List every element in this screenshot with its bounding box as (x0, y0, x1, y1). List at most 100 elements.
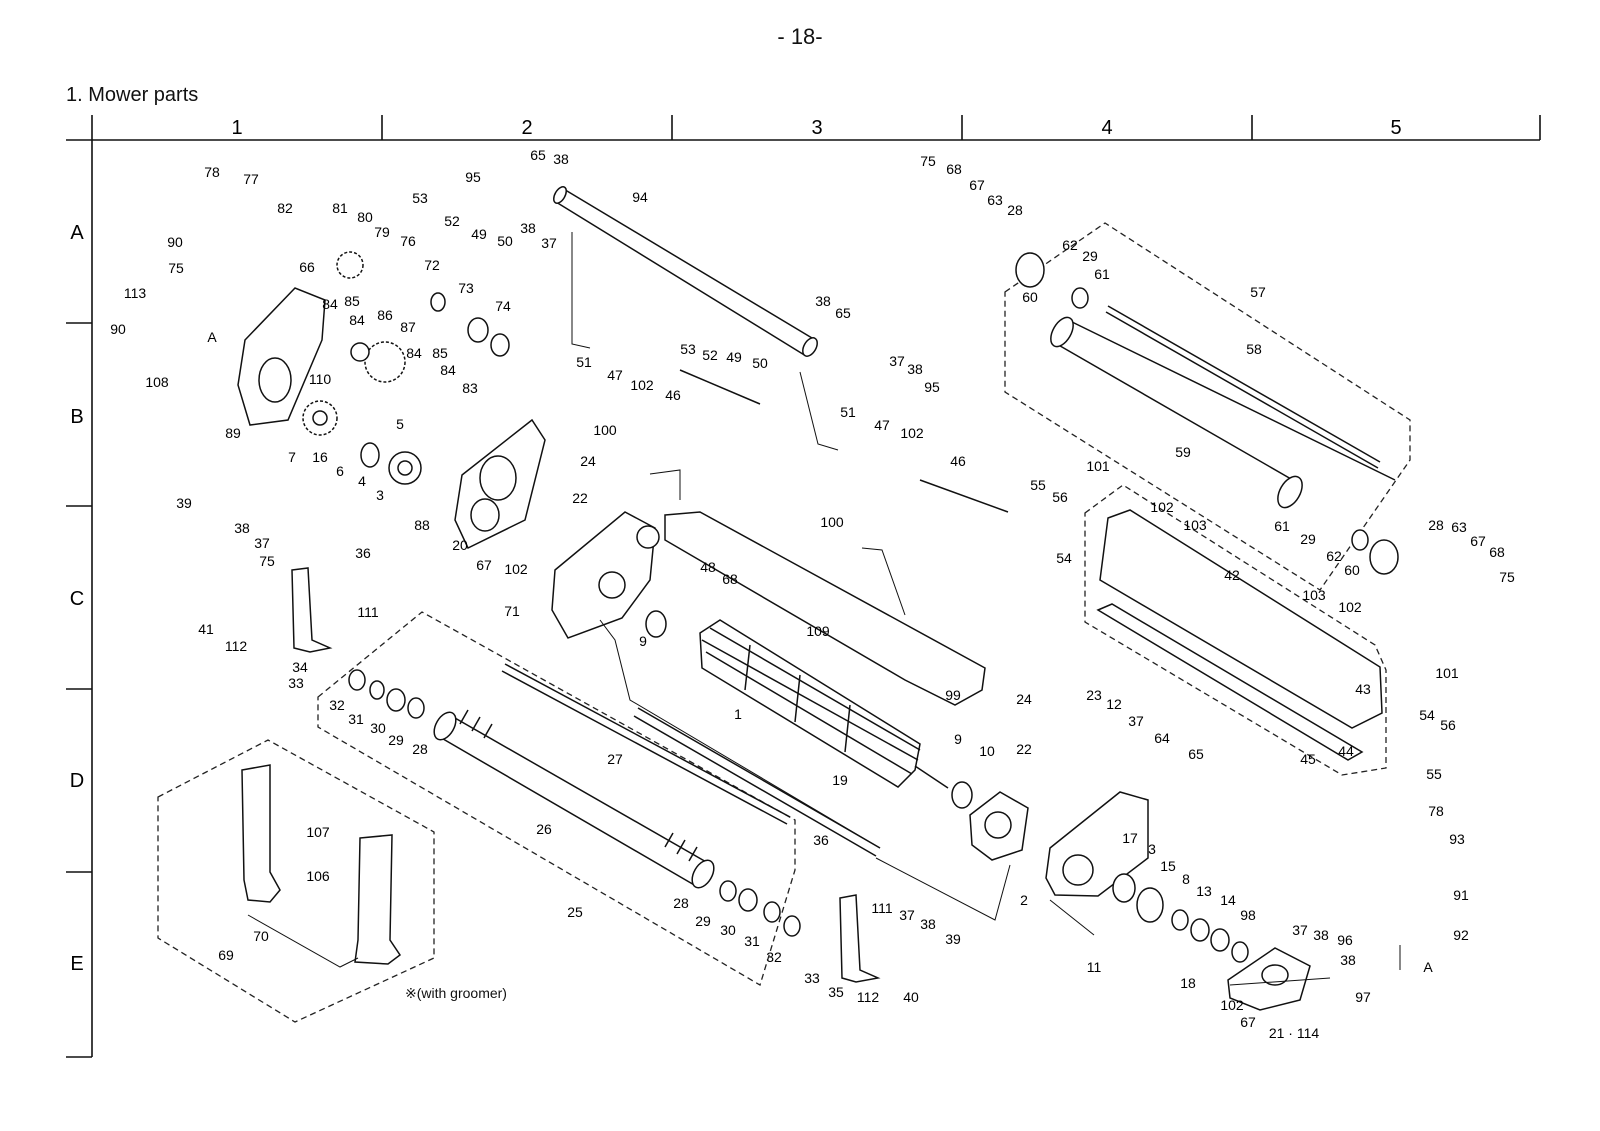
part-callout-161: 35 (828, 984, 844, 1000)
part-callout-27: 89 (225, 425, 241, 441)
part-callout-163: 40 (903, 989, 919, 1005)
part-callout-118: 111 (357, 604, 378, 620)
part-callout-152: 29 (695, 913, 711, 929)
part-callout-26: 110 (309, 371, 332, 387)
part-callout-24: 83 (462, 380, 478, 396)
part-callout-14: 84 (322, 296, 338, 312)
column-label: 4 (1101, 117, 1112, 139)
part-callout-17: 86 (377, 307, 393, 323)
part-callout-38: 52 (444, 213, 460, 229)
groomer-bracket-107 (241, 764, 281, 903)
part-callout-116: 36 (355, 545, 371, 561)
part-callout-39: 49 (471, 226, 487, 242)
rear-shield-99 (664, 511, 986, 706)
cutting-reel-1 (699, 619, 949, 789)
part-callout-181: 69 (218, 947, 234, 963)
page-number: - 18- (777, 24, 823, 49)
part-callout-86: 58 (1246, 341, 1262, 357)
part-callout-67: 102 (504, 561, 528, 577)
column-label: 1 (231, 117, 242, 139)
part-callout-2: 82 (277, 200, 293, 216)
part-callout-65: 20 (452, 537, 468, 553)
part-callout-83: 61 (1094, 266, 1110, 282)
part-callout-157: 37 (899, 907, 915, 923)
row-label: E (70, 953, 83, 975)
part-callout-130: 25 (567, 904, 583, 920)
part-callout-40: 50 (497, 233, 513, 249)
part-callout-170: 102 (1220, 997, 1244, 1013)
part-callout-134: 24 (1016, 691, 1032, 707)
part-callout-149: 11 (1087, 959, 1102, 975)
part-callout-175: 91 (1453, 887, 1469, 903)
part-callout-69: 48 (700, 559, 716, 575)
part-callout-95: 29 (1300, 531, 1316, 547)
rear-roller-tube-26 (433, 709, 715, 889)
part-callout-71: 9 (639, 633, 647, 649)
part-callout-8: 75 (168, 260, 184, 276)
part-callout-16: 84 (349, 312, 365, 328)
part-callout-19: 90 (110, 321, 126, 337)
part-callout-110: 44 (1338, 743, 1354, 759)
part-callout-165: 38 (1313, 927, 1329, 943)
part-callout-49: 50 (752, 355, 768, 371)
part-callout-160: 33 (804, 970, 820, 986)
part-callout-85: 57 (1250, 284, 1266, 300)
part-callout-37: 53 (412, 190, 428, 206)
part-callout-104: 103 (1302, 587, 1326, 603)
rear-roller-assembly-boundary (317, 611, 796, 986)
part-callout-144: 15 (1160, 858, 1176, 874)
part-callout-140: 65 (1188, 746, 1204, 762)
part-callout-32: 4 (358, 473, 366, 489)
part-callout-145: 8 (1182, 871, 1190, 887)
part-callout-81: 62 (1062, 237, 1078, 253)
part-callout-87: 59 (1175, 444, 1191, 460)
part-callout-107: 43 (1355, 681, 1371, 697)
row-label: B (70, 406, 83, 428)
part-callout-172: 21 · 114 (1269, 1025, 1320, 1041)
part-callout-68: 71 (504, 603, 520, 619)
part-callout-79: 63 (987, 192, 1003, 208)
part-callout-88: 101 (1086, 458, 1110, 474)
bedknife-bar-42 (1096, 509, 1383, 761)
part-callout-11: 73 (458, 280, 474, 296)
part-callout-7: 90 (167, 234, 183, 250)
part-callout-94: 61 (1274, 518, 1290, 534)
part-callout-93: 103 (1183, 517, 1207, 533)
part-callout-73: 109 (806, 623, 830, 639)
part-callout-127: 28 (412, 741, 428, 757)
part-callout-109: 56 (1440, 717, 1456, 733)
part-callout-56: 95 (924, 379, 940, 395)
part-callout-99: 63 (1451, 519, 1467, 535)
part-callout-6: 76 (400, 233, 416, 249)
part-callout-62: 24 (580, 453, 596, 469)
column-label: 2 (521, 117, 532, 139)
bearing-housing-10 (969, 791, 1029, 861)
part-callout-21: 84 (406, 345, 422, 361)
part-callout-97: 60 (1344, 562, 1360, 578)
part-callout-122: 33 (288, 675, 304, 691)
part-callout-61: 100 (593, 422, 617, 438)
part-callout-82: 29 (1082, 248, 1098, 264)
part-callout-164: 37 (1292, 922, 1308, 938)
part-callout-146: 13 (1196, 883, 1212, 899)
part-callout-23: 84 (440, 362, 456, 378)
part-callout-167: 38 (1340, 952, 1356, 968)
part-callout-125: 30 (370, 720, 386, 736)
part-callout-89: 55 (1030, 477, 1046, 493)
part-callout-75: 1 (734, 706, 742, 722)
part-callout-158: 38 (920, 916, 936, 932)
gear-case-66 (237, 287, 326, 426)
part-callout-150: 36 (813, 832, 829, 848)
part-callout-74: 99 (945, 687, 961, 703)
height-bracket-34 (291, 567, 333, 653)
part-callout-162: 112 (857, 989, 880, 1005)
part-callout-15: 85 (344, 293, 360, 309)
bearings-and-washers (348, 292, 1249, 963)
side-plate-88 (454, 418, 546, 550)
part-callout-151: 28 (673, 895, 689, 911)
assembly-boundaries (157, 222, 1411, 1023)
part-callout-131: 19 (832, 772, 848, 788)
part-callout-45: 65 (835, 305, 851, 321)
part-callout-51: 47 (607, 367, 623, 383)
